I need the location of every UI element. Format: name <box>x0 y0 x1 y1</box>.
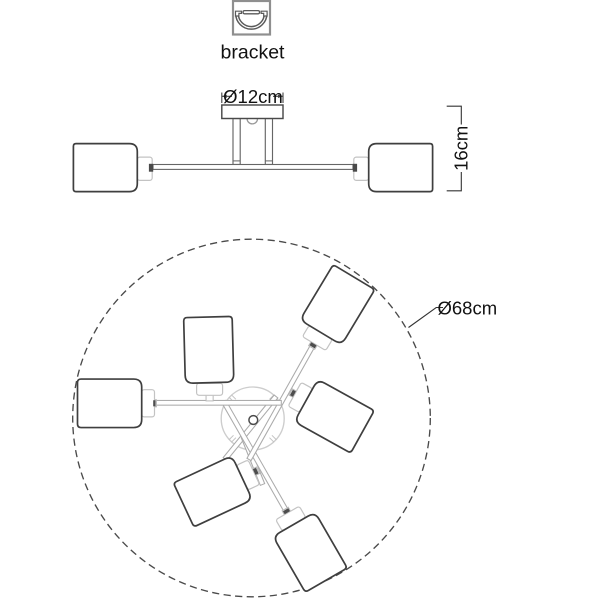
svg-text:Ø68cm: Ø68cm <box>438 298 498 319</box>
svg-text:Ø12cm: Ø12cm <box>223 86 283 107</box>
svg-text:bracket: bracket <box>221 42 286 64</box>
svg-text:16cm: 16cm <box>451 126 472 171</box>
